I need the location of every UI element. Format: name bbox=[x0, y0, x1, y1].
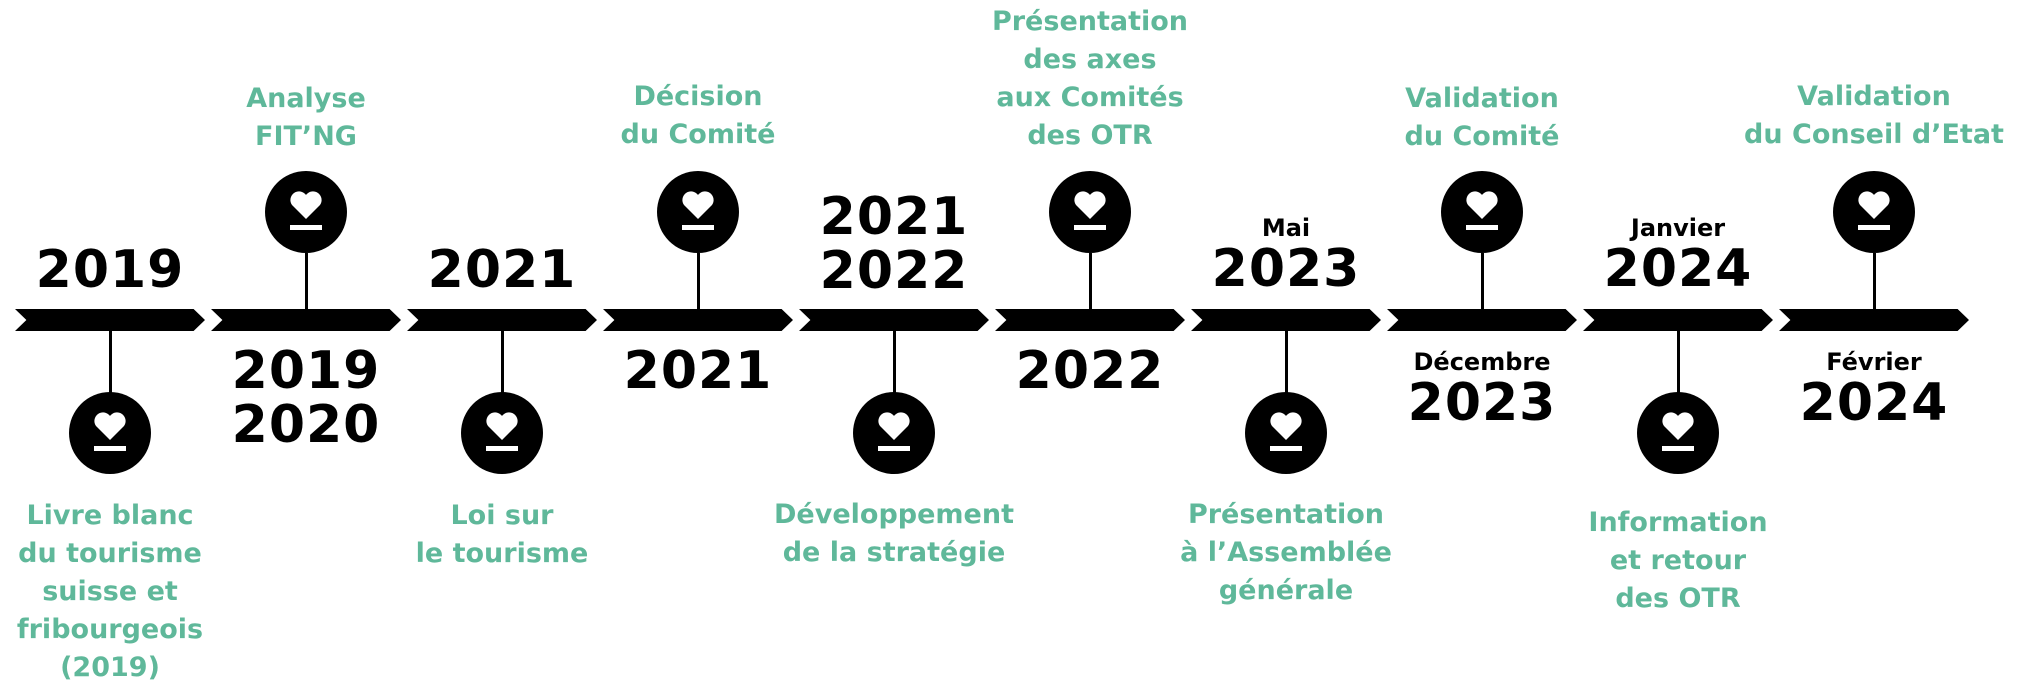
event-label: Analyse FIT’NG bbox=[246, 83, 366, 152]
timeline-arrow-segment bbox=[799, 309, 989, 331]
event-label: Présentation des axes aux Comités des OT… bbox=[991, 6, 1189, 151]
timeline-arrow-segment bbox=[603, 309, 793, 331]
timeline-arrow-segment bbox=[1583, 309, 1773, 331]
heart-card-icon bbox=[1833, 171, 1915, 253]
event-date: Mai 2023 bbox=[1212, 214, 1361, 296]
event-label: Présentation à l’Assemblée générale bbox=[1180, 499, 1392, 606]
event-stem bbox=[1285, 331, 1288, 393]
event-stem bbox=[697, 253, 700, 310]
event-label: Développement de la stratégie bbox=[774, 499, 1014, 568]
event-stem bbox=[501, 331, 504, 393]
event-stem bbox=[1089, 253, 1092, 310]
event-date: Février 2024 bbox=[1800, 348, 1949, 430]
heart-card-icon bbox=[1637, 392, 1719, 474]
event-stem bbox=[1873, 253, 1876, 310]
event-stem bbox=[305, 253, 308, 310]
event-date-year: 2021 bbox=[427, 240, 577, 300]
timeline-arrow-segment bbox=[407, 309, 597, 331]
event-date-year: 2022 bbox=[1015, 341, 1165, 401]
timeline-arrow-segment bbox=[211, 309, 401, 331]
event-label: Validation du Comité bbox=[1404, 83, 1560, 152]
event-label: Information et retour des OTR bbox=[1588, 507, 1768, 614]
event-label: Décision du Comité bbox=[620, 81, 776, 150]
event-date-month: Mai bbox=[1261, 214, 1311, 242]
heart-card-icon bbox=[853, 392, 935, 474]
event-date-month: Décembre bbox=[1413, 348, 1551, 376]
event-label: Loi sur le tourisme bbox=[415, 500, 589, 569]
heart-card-icon bbox=[1245, 392, 1327, 474]
heart-card-icon bbox=[1441, 171, 1523, 253]
event-date: 2021 bbox=[428, 243, 577, 297]
event-date: 2019 bbox=[36, 243, 185, 297]
heart-card-icon bbox=[69, 392, 151, 474]
timeline-arrow-segment bbox=[15, 309, 205, 331]
event-stem bbox=[893, 331, 896, 393]
heart-card-icon bbox=[461, 392, 543, 474]
event-date-year: 2020 bbox=[231, 395, 381, 455]
event-date-year: 2021 bbox=[819, 187, 969, 247]
event-label: Livre blanc du tourisme suisse et fribou… bbox=[16, 500, 204, 683]
event-stem bbox=[1481, 253, 1484, 310]
timeline-arrow-segment bbox=[1191, 309, 1381, 331]
timeline-arrow-segment bbox=[995, 309, 1185, 331]
event-stem bbox=[109, 331, 112, 393]
event-date-month: Février bbox=[1826, 348, 1922, 376]
event-date-year: 2022 bbox=[819, 241, 969, 301]
event-label: Validation du Conseil d’Etat bbox=[1744, 81, 2004, 150]
event-date-year: 2019 bbox=[231, 341, 381, 401]
event-date: 2021 2022 bbox=[820, 190, 969, 298]
timeline-arrow-segment bbox=[1779, 309, 1969, 331]
event-date: 2021 bbox=[624, 344, 773, 398]
event-date-year: 2023 bbox=[1407, 373, 1557, 433]
event-date: 2019 2020 bbox=[232, 344, 381, 452]
timeline-arrow-segment bbox=[1387, 309, 1577, 331]
event-date-month: Janvier bbox=[1630, 214, 1726, 242]
heart-card-icon bbox=[657, 171, 739, 253]
event-date: Décembre 2023 bbox=[1408, 348, 1557, 430]
heart-card-icon bbox=[1049, 171, 1131, 253]
heart-card-icon bbox=[265, 171, 347, 253]
event-stem bbox=[1677, 331, 1680, 393]
event-date-year: 2019 bbox=[35, 240, 185, 300]
event-date-year: 2023 bbox=[1211, 239, 1361, 299]
event-date: Janvier 2024 bbox=[1604, 214, 1753, 296]
event-date-year: 2024 bbox=[1603, 239, 1753, 299]
event-date-year: 2024 bbox=[1799, 373, 1949, 433]
event-date: 2022 bbox=[1016, 344, 1165, 398]
event-date-year: 2021 bbox=[623, 341, 773, 401]
